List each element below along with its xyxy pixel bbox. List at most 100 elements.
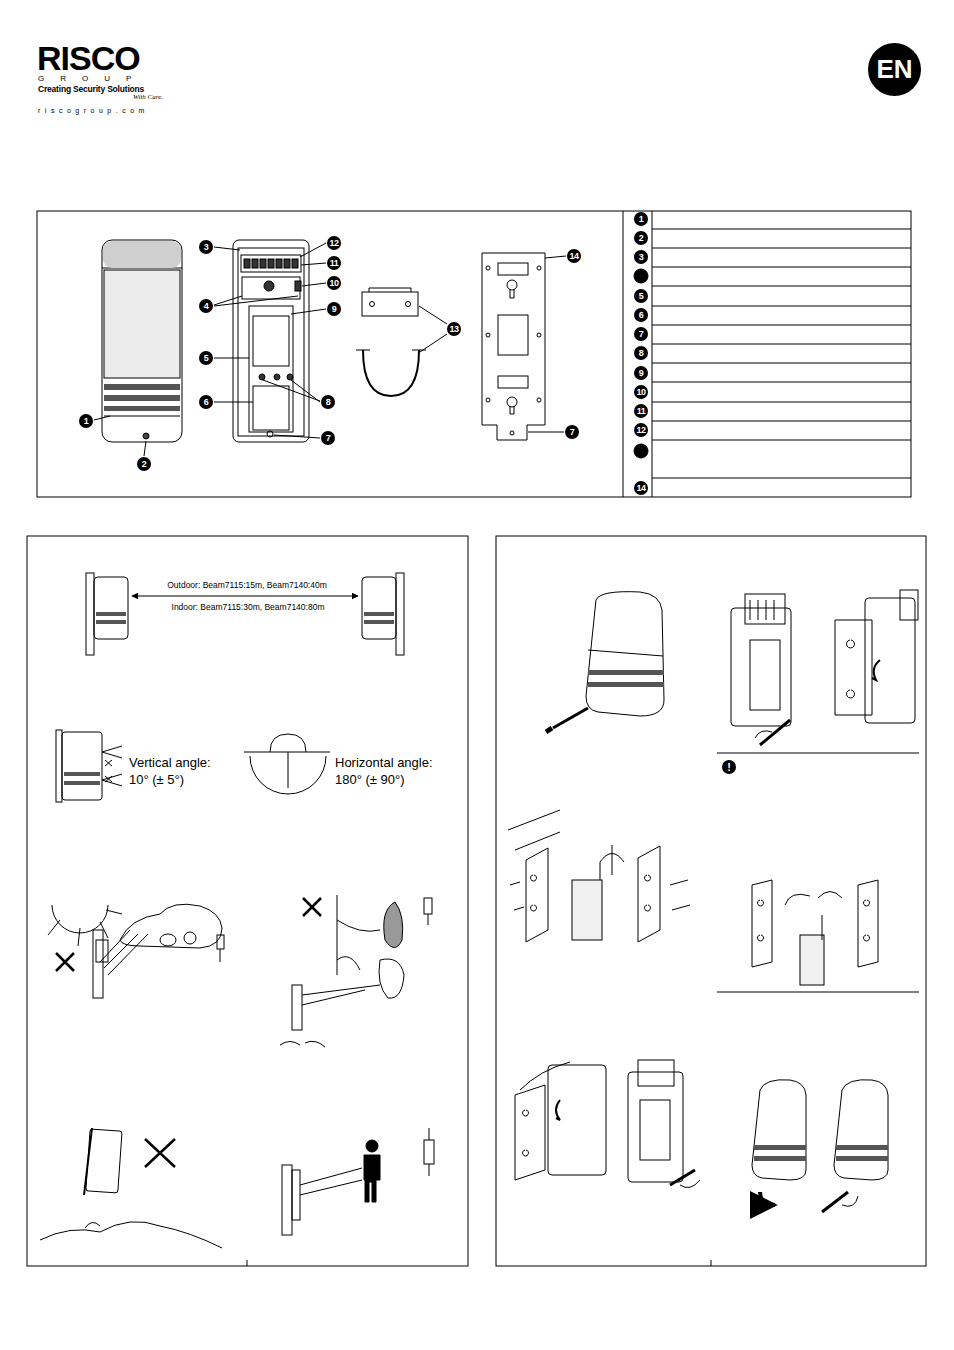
attach-unit-step: [680, 1180, 700, 1188]
bush-scene: [302, 985, 380, 1005]
range-figure: [86, 573, 404, 655]
close-cover-step: [822, 1192, 848, 1212]
callout-number: 11: [327, 256, 341, 270]
clamp-mount-step: [752, 880, 878, 985]
range-text: Outdoor: Beam7115:15m, Beam7140:40m: [165, 580, 329, 590]
panel-frame: [652, 211, 653, 497]
callout-number: 9: [634, 366, 648, 380]
bush-scene: [384, 902, 403, 948]
person-scene: [282, 1165, 292, 1235]
range-figure: [86, 573, 94, 655]
detector-front: [102, 240, 182, 442]
leader-line: [94, 416, 110, 420]
detector-back: [253, 386, 289, 430]
table-grid: [652, 402, 911, 403]
attach-unit-step: [515, 1085, 545, 1180]
remove-base-step: [750, 600, 774, 620]
horizontal-angle-figure: [270, 734, 306, 752]
table-grid: [652, 248, 911, 249]
mounting-plate: [510, 289, 514, 298]
range-figure: [132, 596, 358, 597]
horizontal-angle-figure: [244, 752, 330, 753]
callout-number: 10: [327, 276, 341, 290]
table-grid: [634, 444, 648, 458]
sun-car-scene: [48, 904, 224, 998]
wall-pole-mount-step: [526, 848, 548, 942]
table-grid: [652, 325, 911, 326]
close-cover-step: [842, 1196, 858, 1206]
mounting-plate: [507, 397, 517, 407]
ground-scene: [86, 1129, 122, 1193]
remove-base-step: [865, 598, 915, 723]
mounting-plate: [537, 266, 541, 270]
bush-scene: [280, 1041, 325, 1047]
remove-base-step: [731, 608, 791, 726]
detector-back: [295, 281, 301, 291]
leader-line: [291, 380, 320, 402]
warning-icon: !: [722, 760, 736, 774]
leader-line: [214, 402, 253, 403]
pole-bracket: [370, 302, 375, 307]
detector-back: [244, 259, 250, 268]
panel-frame: [27, 211, 926, 1266]
attach-unit-step: [638, 1060, 674, 1086]
horizontal-angle-figure: [288, 752, 289, 788]
mounting-plate: [537, 333, 541, 337]
callout-number: 8: [634, 346, 648, 360]
callout-number: 9: [327, 302, 341, 316]
panel-frame: [717, 753, 919, 754]
remove-base-step: [731, 590, 918, 745]
table-grid: [634, 269, 648, 283]
detector-front: [143, 433, 149, 439]
callout-number: 1: [79, 414, 93, 428]
attach-unit-step: [515, 1060, 700, 1188]
attach-unit-step: [520, 1062, 570, 1090]
mounting-plate: [486, 398, 490, 402]
callout-number: 14: [567, 249, 581, 263]
bush-scene: [379, 959, 404, 998]
detector-front: [104, 395, 180, 401]
vertical-angle-figure: [56, 730, 62, 802]
remove-base-step: [750, 640, 780, 710]
web-address: riscogroup.com: [38, 107, 149, 114]
leader-line: [274, 435, 320, 438]
leader-line: [214, 247, 240, 250]
person-scene: [300, 1168, 362, 1195]
leader-line: [263, 380, 320, 401]
pole-bracket: [356, 288, 426, 396]
clamp-mount-step: [858, 880, 878, 967]
detector-front: [104, 406, 180, 411]
wall-pole-mount-step: [510, 882, 524, 910]
remove-base-step: [872, 660, 880, 680]
leader-line: [214, 358, 249, 359]
mounting-plate: [498, 376, 528, 388]
angle-text: 180° (± 90°): [335, 772, 405, 787]
vertical-angle-figure: [105, 760, 112, 782]
table-grid: [652, 286, 911, 287]
vertical-angle-figure: [64, 772, 100, 776]
table-grid: [652, 440, 911, 441]
range-figure: [364, 612, 394, 616]
detector-back: [241, 255, 301, 272]
close-cover-step: [836, 1145, 888, 1150]
callout-number: 5: [634, 289, 648, 303]
bush-scene: [428, 914, 429, 925]
callout-number: 14: [634, 481, 648, 495]
callout-number: 1: [634, 212, 648, 226]
wall-pole-mount-step: [531, 875, 537, 911]
remove-base-step: [847, 640, 855, 698]
mounting-plate: [498, 315, 528, 355]
leader-line: [420, 334, 447, 352]
ground-scene: [85, 1222, 100, 1228]
logo-text: RISCO: [37, 39, 140, 78]
mounting-plate: [482, 253, 545, 440]
bush-scene: [424, 898, 432, 914]
clamp-mount-step: [864, 900, 870, 941]
callout-number: 2: [137, 457, 151, 471]
angle-text: Horizontal angle:: [335, 755, 433, 770]
table-grid: [652, 229, 911, 230]
sun-car-scene: [100, 930, 148, 975]
